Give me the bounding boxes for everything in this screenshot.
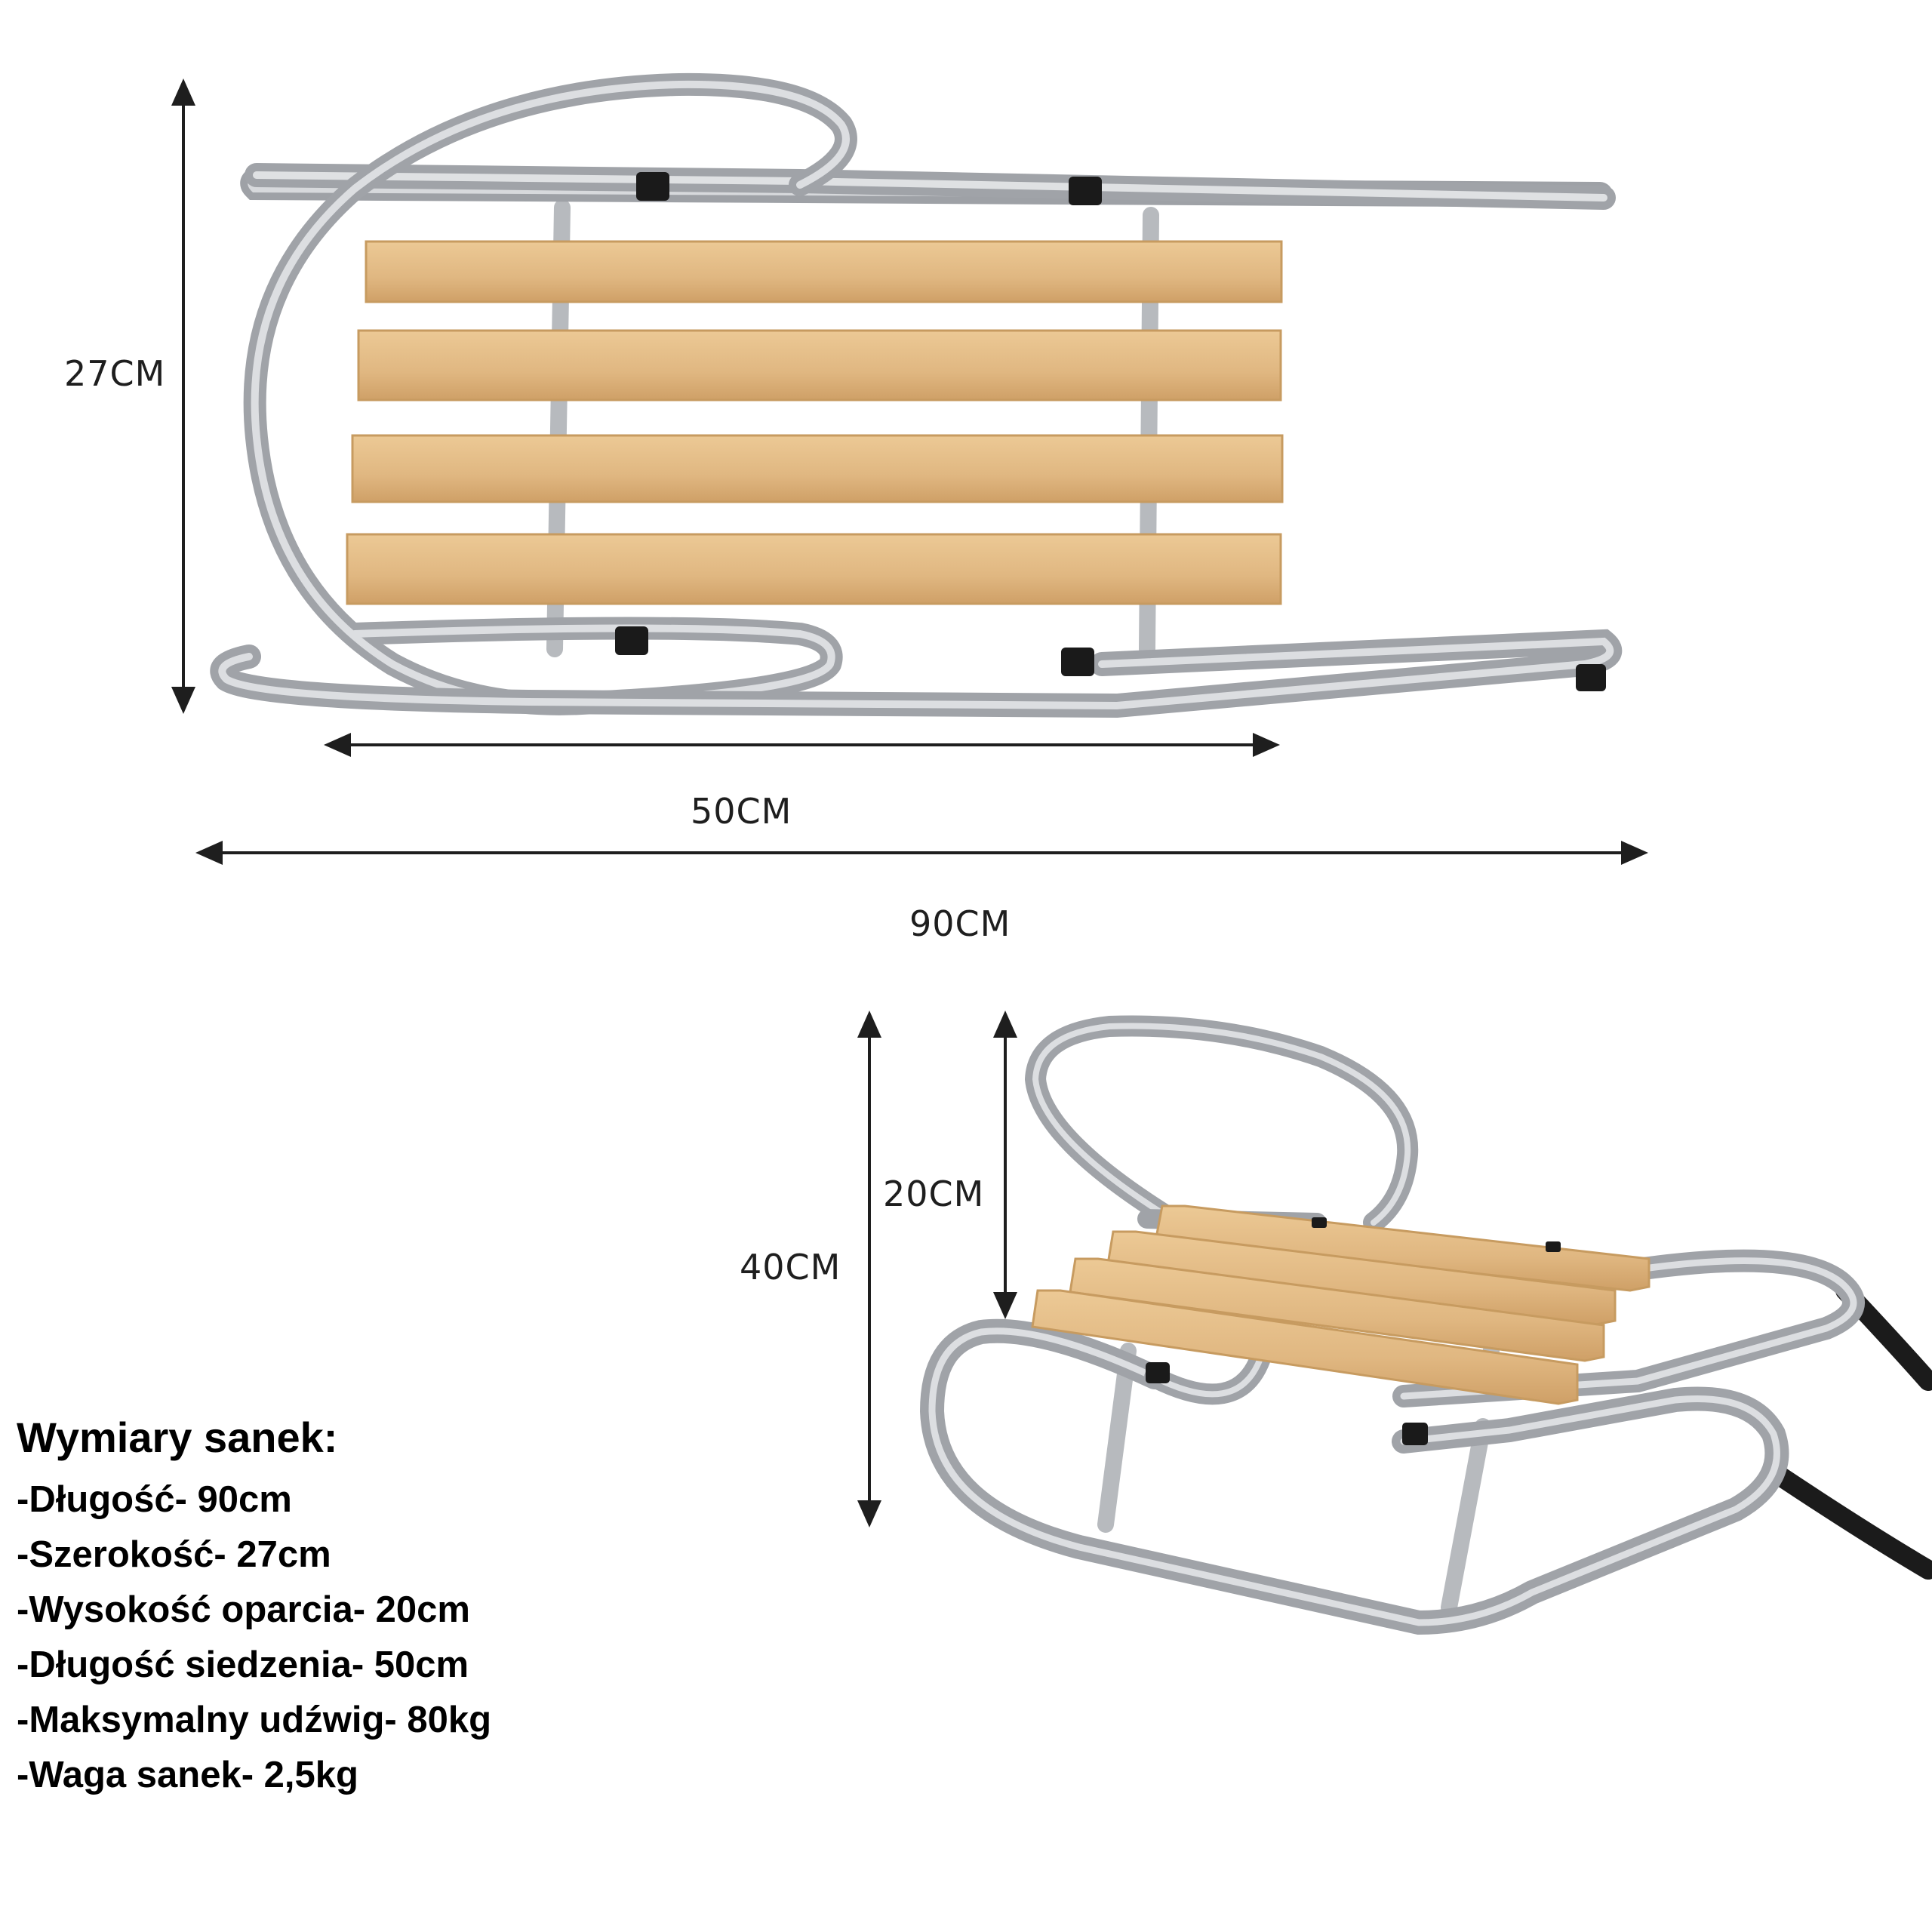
cap — [636, 172, 669, 201]
dimension-arrows-top — [171, 78, 1648, 865]
spec-weight: -Waga sanek- 2,5kg — [17, 1755, 358, 1795]
slat — [357, 329, 1282, 401]
rubber-caps-perspective — [1146, 1217, 1561, 1445]
cap — [1402, 1423, 1428, 1445]
cap — [1576, 664, 1606, 691]
sled-top-view — [210, 72, 1622, 718]
spec-max-load: -Maksymalny udźwig- 80kg — [17, 1700, 492, 1740]
dimension-length-label: 90CM — [909, 903, 1011, 944]
specs-list: -Długość- 90cm -Szerokość- 27cm -Wysokoś… — [17, 1472, 491, 1803]
spec-seat-length: -Długość siedzenia- 50cm — [17, 1644, 469, 1685]
wood-slats-perspective — [1031, 1204, 1651, 1405]
dimension-height-label: 40CM — [740, 1247, 841, 1287]
cap — [1546, 1241, 1561, 1252]
rubber-caps-top — [615, 172, 1606, 691]
spec-width: -Szerokość- 27cm — [17, 1534, 331, 1575]
spec-length: -Długość- 90cm — [17, 1479, 292, 1520]
slat — [1031, 1289, 1579, 1405]
dimension-seat-length-label: 50CM — [691, 791, 792, 832]
cap — [1146, 1362, 1170, 1383]
dimension-arrows-perspective — [857, 1011, 1017, 1527]
cap — [1069, 177, 1102, 205]
dimension-width-label: 27CM — [64, 353, 166, 394]
cap — [1312, 1217, 1327, 1228]
slat — [365, 240, 1283, 303]
specs-title: Wymiary sanek: — [17, 1414, 338, 1461]
sled-perspective-view — [919, 1015, 1932, 1635]
slat — [346, 533, 1282, 605]
dimension-backrest-label: 20CM — [883, 1174, 985, 1214]
cap — [615, 626, 648, 655]
slat — [351, 434, 1284, 503]
wood-slats-top — [346, 240, 1284, 605]
cap — [1061, 648, 1094, 676]
spec-backrest-height: -Wysokość oparcia- 20cm — [17, 1589, 470, 1630]
specs-block: Wymiary sanek: -Długość- 90cm -Szerokość… — [17, 1413, 491, 1803]
